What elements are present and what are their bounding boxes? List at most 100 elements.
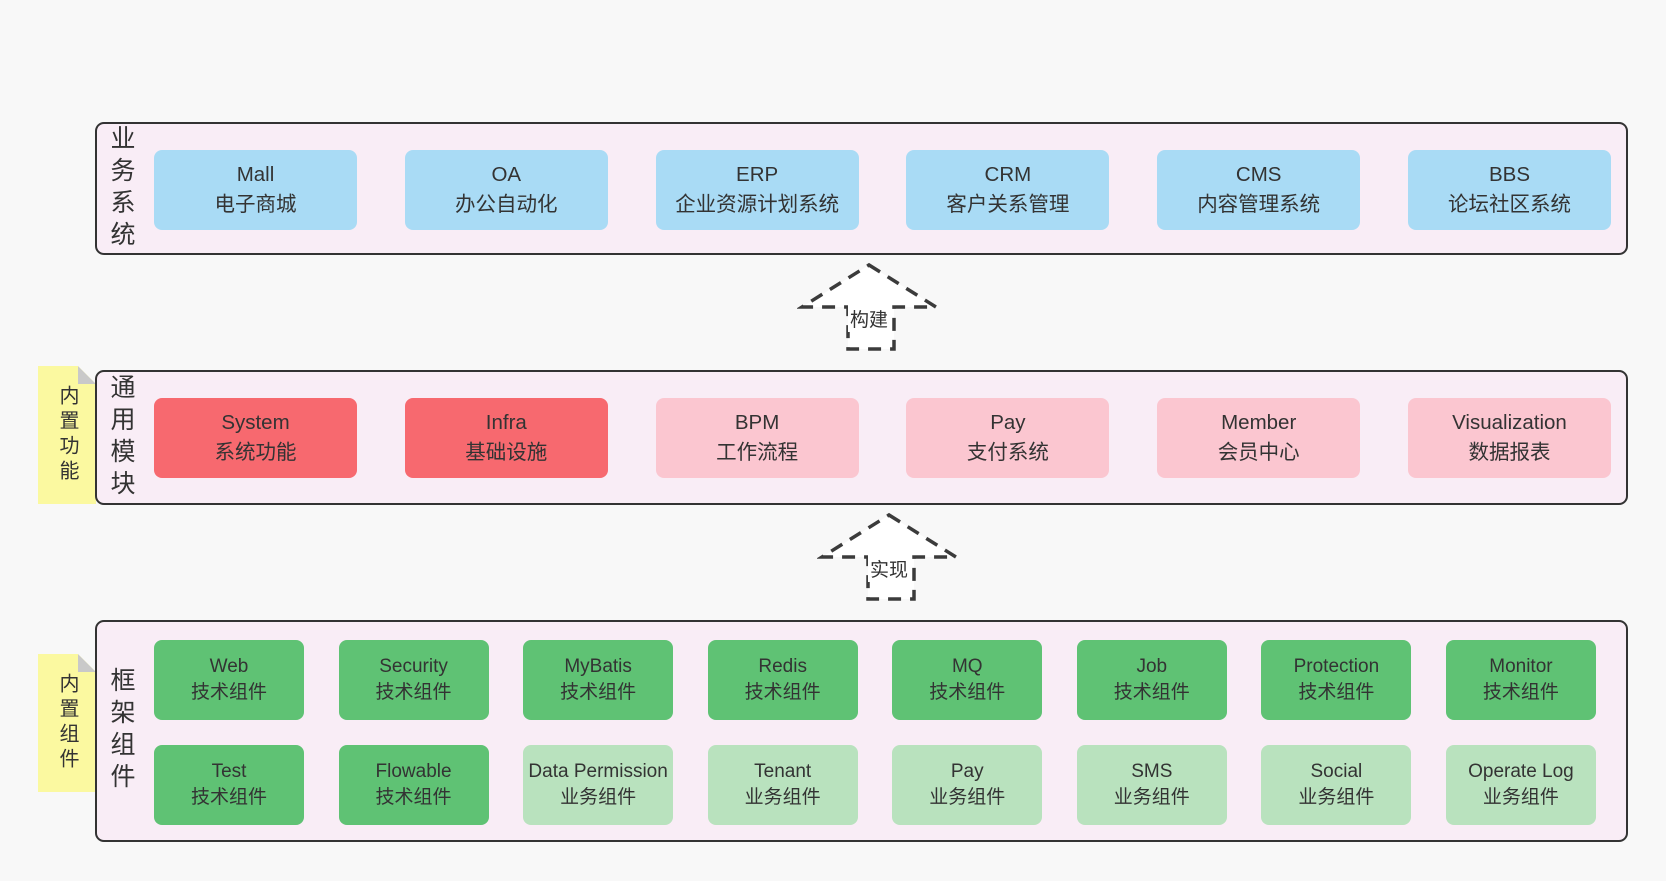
node-title: System xyxy=(221,411,290,435)
node-subtitle: 技术组件 xyxy=(1482,682,1559,703)
sticky-note-label: 内置功能 xyxy=(56,385,78,485)
node-subtitle: 数据报表 xyxy=(1468,441,1551,464)
build-arrow: 构建 xyxy=(797,261,941,353)
node-tenant: Tenant 业务组件 xyxy=(707,745,858,825)
node-title: Infra xyxy=(485,411,527,435)
common-modules-row: System 系统功能 Infra 基础设施 BPM 工作流程 Pay 支付系统… xyxy=(154,398,1611,478)
node-title: Pay xyxy=(950,761,984,783)
node-title: Redis xyxy=(758,656,807,678)
band-common-modules: 通用模块 System 系统功能 Infra 基础设施 BPM 工作流程 Pay… xyxy=(95,370,1628,505)
node-sms: SMS 业务组件 xyxy=(1076,745,1227,825)
node-title: BBS xyxy=(1488,163,1530,187)
node-title: Test xyxy=(211,761,247,783)
node-subtitle: 会员中心 xyxy=(1217,441,1300,464)
band-business-systems: 业务系统 Mall 电子商城 OA 办公自动化 ERP 企业资源计划系统 CRM… xyxy=(95,122,1628,255)
node-subtitle: 技术组件 xyxy=(375,682,452,703)
sticky-note-builtin-features: 内置功能 xyxy=(38,366,96,504)
node-subtitle: 业务组件 xyxy=(1482,787,1559,808)
node-subtitle: 系统功能 xyxy=(214,441,297,464)
band-label: 通用模块 xyxy=(107,373,135,502)
node-job: Job 技术组件 xyxy=(1076,640,1227,720)
node-subtitle: 业务组件 xyxy=(929,787,1006,808)
node-subtitle: 业务组件 xyxy=(744,787,821,808)
node-subtitle: 技术组件 xyxy=(1113,682,1190,703)
node-subtitle: 业务组件 xyxy=(1298,787,1375,808)
node-subtitle: 技术组件 xyxy=(560,682,637,703)
node-subtitle: 支付系统 xyxy=(966,441,1049,464)
node-subtitle: 企业资源计划系统 xyxy=(675,193,840,216)
arrow-label: 构建 xyxy=(847,305,891,332)
sticky-note-label: 内置组件 xyxy=(56,673,78,773)
node-title: Member xyxy=(1221,411,1297,435)
node-system: System 系统功能 xyxy=(154,398,357,478)
node-title: Tenant xyxy=(754,761,812,783)
node-subtitle: 客户关系管理 xyxy=(946,193,1070,216)
node-bbs: BBS 论坛社区系统 xyxy=(1407,150,1611,230)
node-data-permission: Data Permission 业务组件 xyxy=(523,745,674,825)
node-web: Web 技术组件 xyxy=(154,640,304,720)
node-title: Job xyxy=(1136,656,1168,678)
node-subtitle: 论坛社区系统 xyxy=(1447,193,1571,216)
node-visualization: Visualization 数据报表 xyxy=(1407,398,1611,478)
sticky-note-builtin-components: 内置组件 xyxy=(38,654,96,792)
business-systems-row: Mall 电子商城 OA 办公自动化 ERP 企业资源计划系统 CRM 客户关系… xyxy=(154,150,1611,230)
node-title: Security xyxy=(379,656,448,678)
node-title: MQ xyxy=(951,656,983,678)
node-operate-log: Operate Log 业务组件 xyxy=(1445,745,1596,825)
node-subtitle: 技术组件 xyxy=(375,787,452,808)
node-subtitle: 工作流程 xyxy=(716,441,799,464)
band-framework-components: 框架组件 Web 技术组件 Security 技术组件 MyBatis 技术组件… xyxy=(95,620,1628,842)
node-protection: Protection 技术组件 xyxy=(1261,640,1412,720)
node-title: CRM xyxy=(984,163,1032,187)
node-mq: MQ 技术组件 xyxy=(892,640,1043,720)
node-title: Visualization xyxy=(1452,411,1567,435)
node-test: Test 技术组件 xyxy=(154,745,304,825)
node-title: CMS xyxy=(1235,163,1282,187)
node-crm: CRM 客户关系管理 xyxy=(906,150,1110,230)
node-member: Member 会员中心 xyxy=(1157,398,1361,478)
node-oa: OA 办公自动化 xyxy=(404,150,608,230)
node-monitor: Monitor 技术组件 xyxy=(1445,640,1596,720)
band-label: 框架组件 xyxy=(107,667,135,795)
node-social: Social 业务组件 xyxy=(1261,745,1412,825)
arrow-label: 实现 xyxy=(867,555,911,582)
node-title: Monitor xyxy=(1489,656,1553,678)
framework-components-row-1: Web 技术组件 Security 技术组件 MyBatis 技术组件 Redi… xyxy=(154,640,1596,720)
node-title: SMS xyxy=(1131,761,1173,783)
node-title: BPM xyxy=(734,411,780,435)
node-subtitle: 技术组件 xyxy=(744,682,821,703)
framework-components-row-2: Test 技术组件 Flowable 技术组件 Data Permission … xyxy=(154,745,1596,825)
node-subtitle: 业务组件 xyxy=(1113,787,1190,808)
node-title: Web xyxy=(209,656,249,678)
node-title: Flowable xyxy=(375,761,452,783)
node-redis: Redis 技术组件 xyxy=(707,640,858,720)
node-title: MyBatis xyxy=(564,656,632,678)
node-security: Security 技术组件 xyxy=(338,640,489,720)
node-bpm: BPM 工作流程 xyxy=(655,398,859,478)
node-pay-business: Pay 业务组件 xyxy=(892,745,1043,825)
node-title: OA xyxy=(491,163,522,187)
node-subtitle: 办公自动化 xyxy=(455,193,558,216)
node-flowable: Flowable 技术组件 xyxy=(338,745,489,825)
node-cms: CMS 内容管理系统 xyxy=(1157,150,1361,230)
node-title: Mall xyxy=(236,163,275,187)
node-subtitle: 技术组件 xyxy=(190,682,267,703)
implement-arrow: 实现 xyxy=(817,511,961,603)
node-title: Operate Log xyxy=(1468,761,1574,783)
node-title: Data Permission xyxy=(528,761,668,783)
node-subtitle: 内容管理系统 xyxy=(1197,193,1321,216)
band-label: 业务系统 xyxy=(107,124,135,253)
node-subtitle: 技术组件 xyxy=(1298,682,1375,703)
node-title: Pay xyxy=(990,411,1026,435)
node-title: Social xyxy=(1310,761,1363,783)
node-title: Protection xyxy=(1293,656,1380,678)
node-subtitle: 技术组件 xyxy=(929,682,1006,703)
node-pay: Pay 支付系统 xyxy=(906,398,1110,478)
node-mybatis: MyBatis 技术组件 xyxy=(523,640,674,720)
node-subtitle: 电子商城 xyxy=(214,193,297,216)
node-erp: ERP 企业资源计划系统 xyxy=(655,150,859,230)
node-title: ERP xyxy=(736,163,779,187)
node-subtitle: 技术组件 xyxy=(190,787,267,808)
node-subtitle: 业务组件 xyxy=(560,787,637,808)
